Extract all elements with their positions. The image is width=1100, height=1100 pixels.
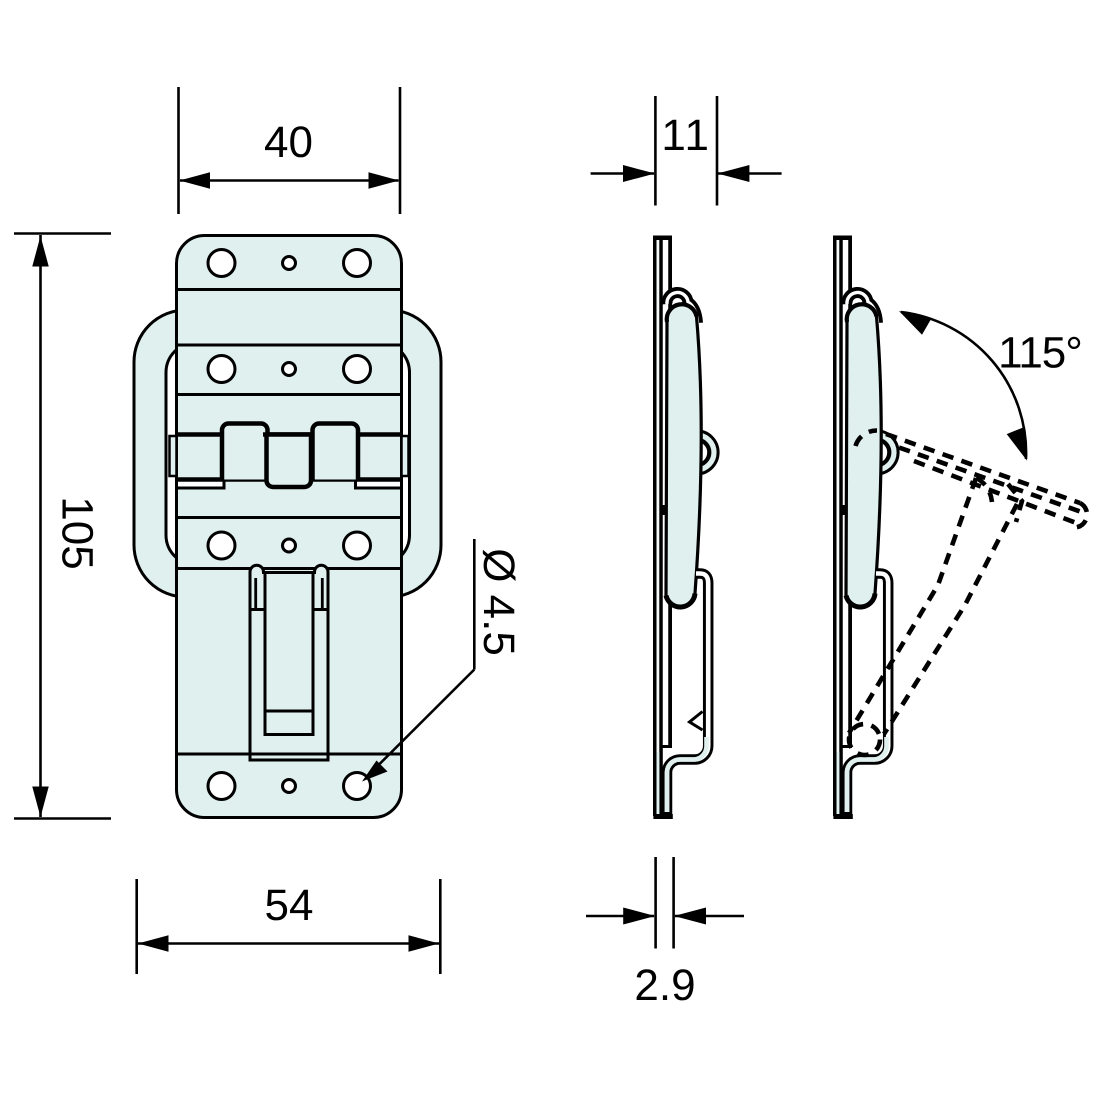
svg-text:105: 105 [53,496,102,569]
svg-text:40: 40 [264,118,313,167]
svg-text:11: 11 [661,111,711,160]
svg-text:115°: 115° [998,329,1082,378]
svg-text:54: 54 [265,881,314,930]
svg-text:Ø 4.5: Ø 4.5 [474,548,523,656]
svg-text:2.9: 2.9 [634,961,695,1010]
